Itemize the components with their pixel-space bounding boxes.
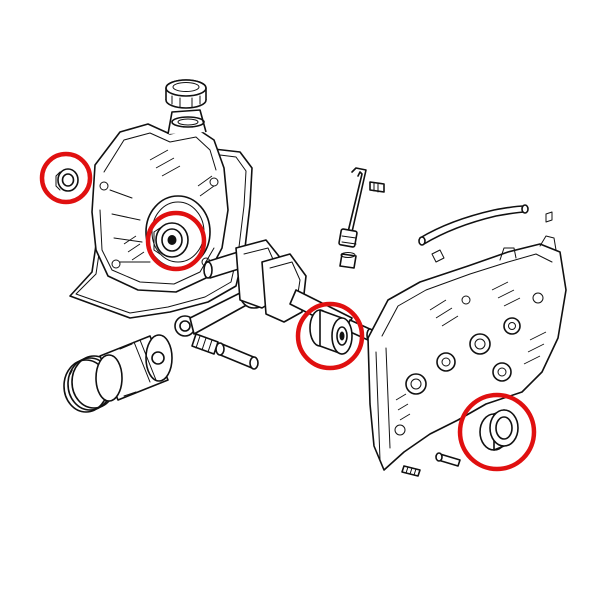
gudgeon-pin bbox=[215, 342, 259, 370]
oil-pipe bbox=[338, 167, 367, 269]
highlight-seal-right bbox=[457, 392, 537, 472]
oil-hose bbox=[418, 204, 553, 263]
crankcase-half-left bbox=[91, 109, 229, 293]
main-bearing-left bbox=[153, 222, 189, 258]
banjo-bolt bbox=[369, 181, 385, 193]
main-bearing-right bbox=[309, 309, 353, 355]
piston bbox=[95, 334, 173, 402]
highlight-main-bearing-right bbox=[295, 301, 365, 371]
highlight-seal-left-outer bbox=[39, 151, 93, 205]
case-bolt bbox=[401, 452, 461, 477]
small-end-bearing bbox=[191, 333, 219, 355]
highlight-main-bearing-left bbox=[145, 210, 207, 272]
highlight-circles bbox=[39, 151, 537, 472]
seal-right bbox=[479, 409, 519, 451]
crankcase-half-right bbox=[367, 235, 567, 471]
seal-left-outer bbox=[55, 168, 79, 192]
filler-cap bbox=[165, 79, 207, 128]
